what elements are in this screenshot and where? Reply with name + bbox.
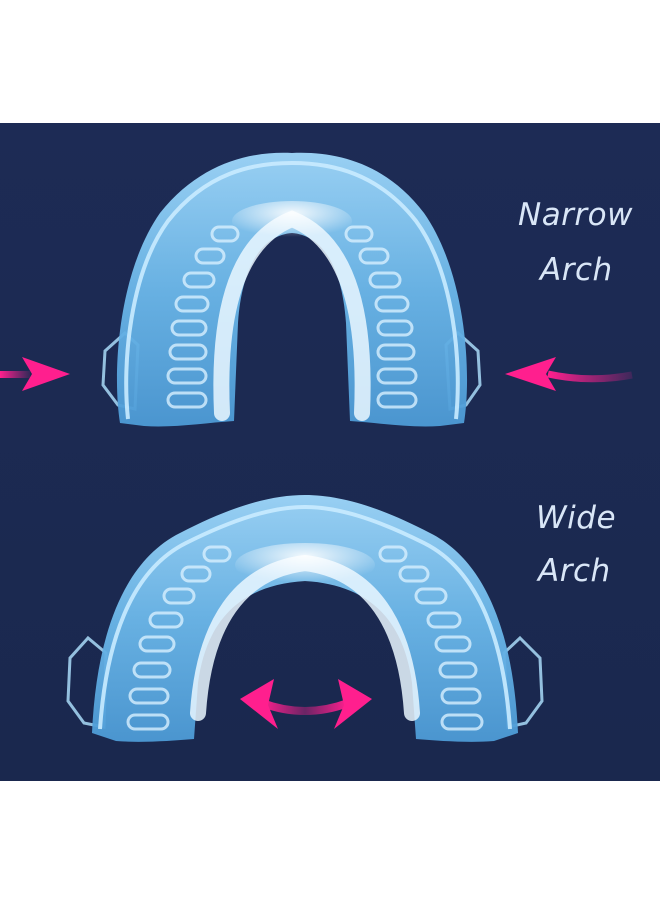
arrow-left-icon <box>505 357 633 391</box>
wide-arch-label-line1: Wide <box>536 500 617 536</box>
illustration-canvas <box>0 123 660 781</box>
arrow-right-icon <box>0 357 70 391</box>
narrow-arch-label-line1: Narrow <box>518 197 633 233</box>
double-curved-arrow-icon <box>240 679 372 729</box>
wide-arch-mouthguard <box>66 495 544 742</box>
wide-arch-label-line2: Arch <box>538 553 611 589</box>
product-image-panel: Narrow Arch Wide Arch <box>0 123 660 781</box>
narrow-arch-mouthguard <box>101 152 482 427</box>
narrow-arch-label-line2: Arch <box>540 252 613 288</box>
